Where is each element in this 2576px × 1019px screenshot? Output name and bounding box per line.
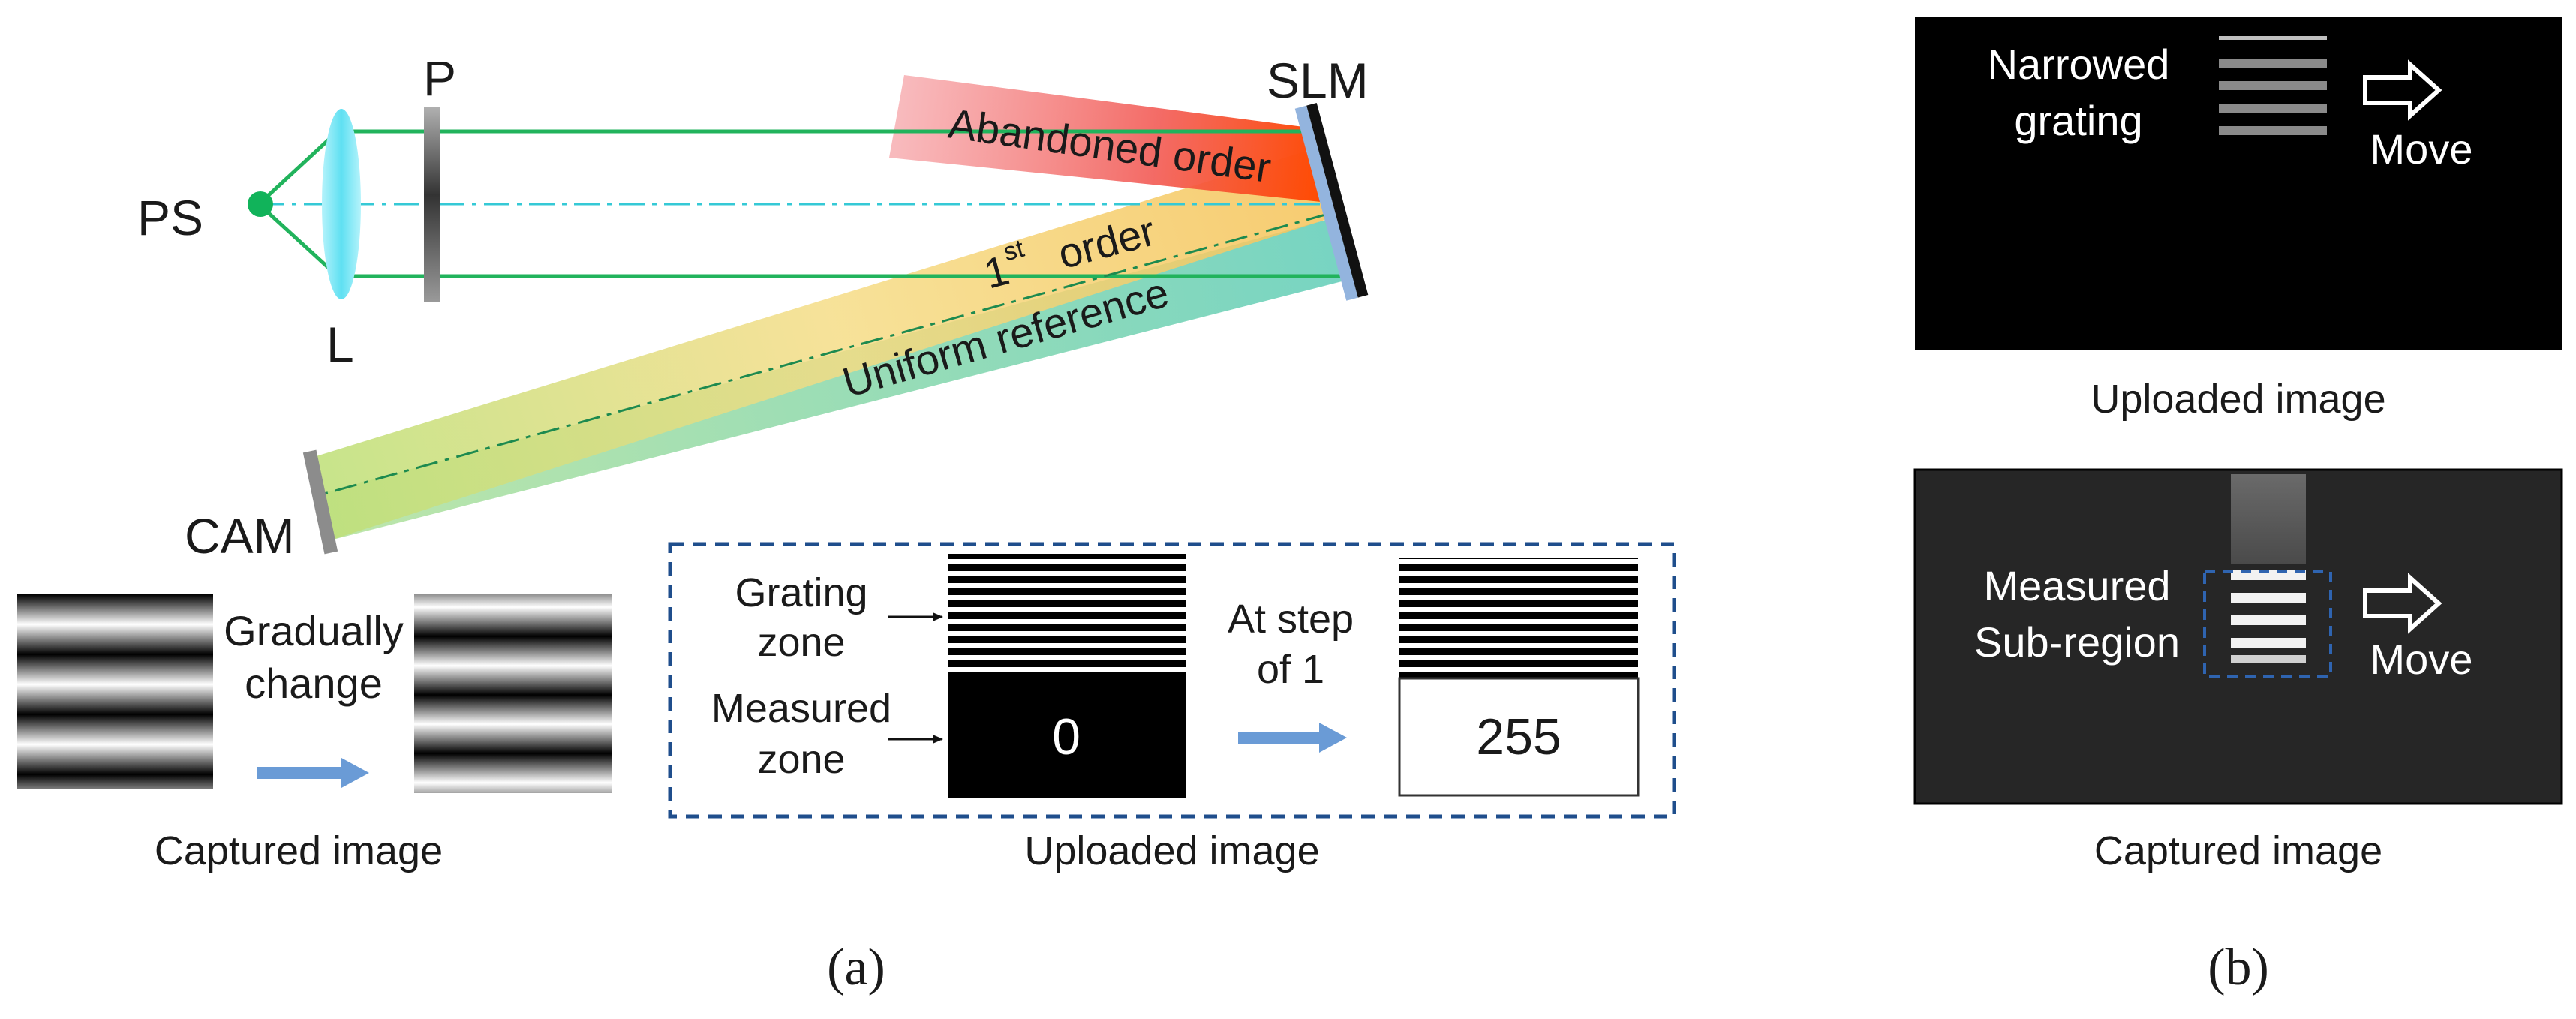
captured-image-caption-b: Captured image: [2094, 828, 2382, 873]
narrowed-label: Narrowed: [1988, 41, 2170, 88]
end-gray-value: 255: [1476, 708, 1561, 765]
first-order-beam: [311, 150, 1332, 540]
move-label-uploaded: Move: [2370, 125, 2473, 173]
step-label-2: of 1: [1257, 647, 1324, 692]
move-arrow-icon: [2363, 59, 2442, 121]
lens: [322, 109, 361, 299]
uploaded-grating-start: [948, 554, 1186, 678]
slm-label: SLM: [1267, 53, 1369, 108]
uploaded-image-caption: Uploaded image: [1024, 828, 1319, 873]
optical-setup: PS L P SLM CAM Abandoned order 1 st orde…: [137, 50, 1369, 564]
change-label: change: [245, 660, 383, 707]
step-arrow-head: [1319, 723, 1347, 753]
captured-fringe-start: [17, 594, 213, 789]
polarizer: [424, 107, 440, 302]
gradually-label: Gradually: [224, 607, 404, 654]
move-arrow-icon-captured: [2363, 573, 2442, 634]
measured-zone-label-2: zone: [757, 737, 845, 782]
uploaded-measured-zone-end: [1398, 677, 1640, 797]
lens-label: L: [326, 317, 354, 372]
uploaded-image-caption-b: Uploaded image: [2091, 377, 2385, 422]
polarizer-label: P: [423, 50, 456, 106]
measured-label: Measured: [1983, 562, 2170, 609]
uploaded-measured-zone-start: [948, 678, 1186, 798]
measured-subregion-grating: [2231, 570, 2306, 663]
abandoned-order-beam: [889, 75, 1328, 203]
point-source: [248, 191, 273, 217]
panel-b-captured: Measured Sub-region Move Captured image: [1913, 468, 2563, 873]
slm-device: [1294, 103, 1369, 301]
uploaded-black-frame: [1915, 17, 2562, 350]
grating-zone-label: Grating: [735, 570, 867, 615]
grating-zone-label-2: zone: [757, 620, 845, 665]
panel-b-uploaded: Narrowed grating Move Uploaded image: [1915, 17, 2562, 422]
measured-zone-label: Measured: [711, 686, 891, 731]
panel-b-label: (b): [2208, 939, 2269, 996]
start-gray-value: 0: [1052, 708, 1081, 765]
uploaded-grating-end: [1399, 558, 1638, 678]
step-label: At step: [1228, 597, 1354, 642]
panel-a-label: (a): [827, 939, 885, 996]
captured-image-caption: Captured image: [155, 828, 443, 873]
captured-fringe-end: [414, 594, 612, 793]
collimated-beam: [257, 129, 1343, 278]
captured-arrow-head: [341, 758, 369, 788]
grating-label: grating: [2014, 97, 2142, 144]
cam-label: CAM: [185, 508, 295, 564]
diffracted-axis: [318, 212, 1329, 497]
captured-image-row: Gradually change Captured image: [17, 594, 612, 873]
blurred-grating-region: [2231, 474, 2306, 564]
move-label-captured: Move: [2370, 636, 2473, 683]
narrowed-grating: [2219, 36, 2327, 135]
camera-sensor: [302, 449, 338, 555]
uploaded-image-box: Grating zone Measured zone 0 At step of …: [668, 542, 1676, 873]
ps-label: PS: [137, 190, 203, 245]
dashed-border: [668, 542, 1676, 819]
subregion-label: Sub-region: [1974, 618, 2180, 666]
subregion-dashed-box: [2203, 570, 2332, 678]
